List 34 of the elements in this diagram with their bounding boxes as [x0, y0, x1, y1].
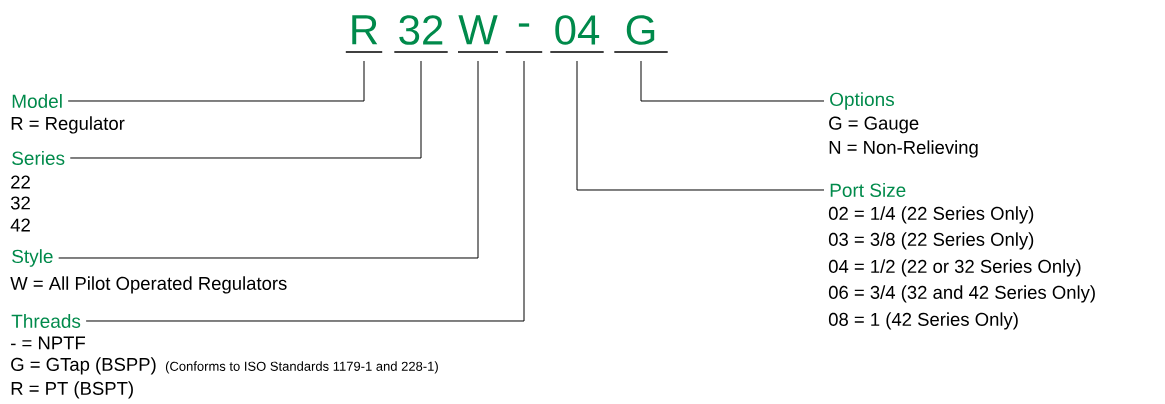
- code-segment: G: [613, 15, 669, 53]
- option-text: - = NPTF: [11, 336, 85, 350]
- note-text: (Conforms to ISO Standards 1179-1 and 228-1): [165, 361, 438, 374]
- code-segment: 04: [549, 15, 605, 53]
- option-text: R = PT (BSPT): [11, 381, 133, 399]
- option-text: 42: [10, 218, 30, 232]
- code-segment: 32: [393, 15, 449, 53]
- option-text: 08 = 1 (42 Series Only): [828, 312, 1018, 330]
- category-heading: Port Size: [830, 183, 906, 197]
- leader-line: [58, 60, 479, 259]
- category-heading: Style: [12, 249, 53, 267]
- code-segment: R: [345, 15, 383, 53]
- category-heading: Threads: [11, 314, 81, 328]
- category-heading: Options: [830, 92, 894, 110]
- option-text: 03 = 3/8 (22 Series Only): [828, 232, 1034, 250]
- leader-line: [640, 60, 825, 102]
- leader-line: [576, 60, 825, 191]
- option-text: N = Non-Relieving: [829, 140, 978, 158]
- option-text: 22: [11, 175, 30, 189]
- code-segment: -: [505, 23, 543, 53]
- option-text: R = Regulator: [11, 116, 125, 134]
- leader-line: [67, 60, 365, 102]
- option-text: 04 = 1/2 (22 or 32 Series Only): [828, 259, 1081, 277]
- option-text: G = GTap (BSPP): [11, 357, 156, 375]
- option-text: 06 = 3/4 (32 and 42 Series Only): [828, 285, 1095, 303]
- category-heading: Model: [12, 94, 62, 108]
- option-text: G = Gauge: [829, 116, 919, 134]
- code-segment: W: [457, 15, 499, 53]
- category-heading: Series: [12, 151, 65, 165]
- option-text: W = All Pilot Operated Regulators: [10, 276, 287, 294]
- option-text: 32: [10, 196, 30, 210]
- option-text: 02 = 1/4 (22 Series Only): [828, 206, 1034, 224]
- leader-line: [85, 60, 525, 322]
- leader-line: [69, 60, 422, 159]
